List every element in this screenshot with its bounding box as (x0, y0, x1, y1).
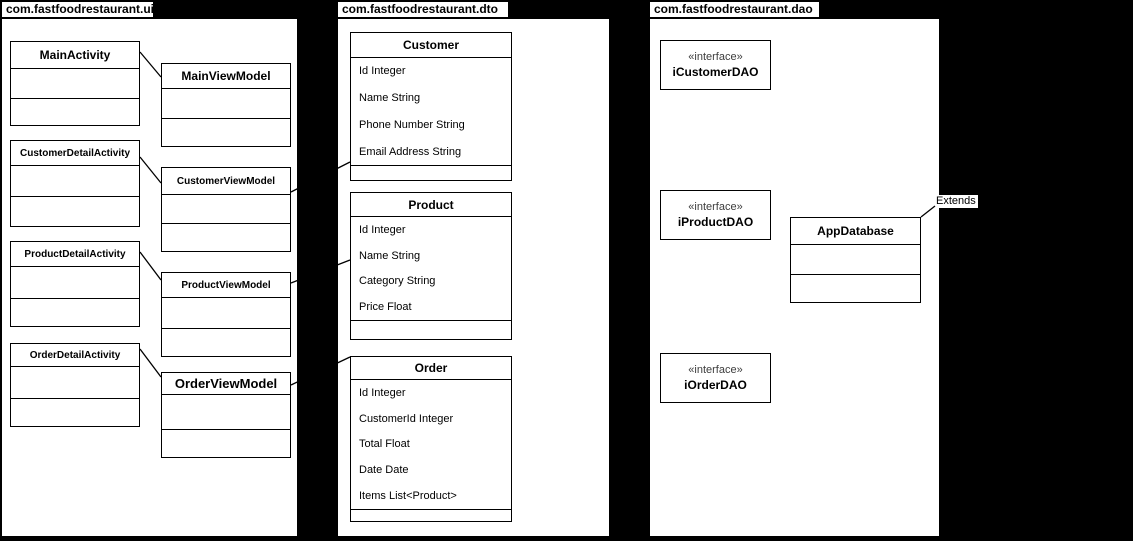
class-customer: Customer Id Integer Name String Phone Nu… (350, 32, 512, 181)
class-title: CustomerViewModel (176, 175, 276, 187)
package-ui-tab: com.fastfoodrestaurant.ui (1, 1, 154, 18)
class-title: ProductDetailActivity (24, 248, 126, 260)
class-title: AppDatabase (817, 224, 894, 238)
extends-label: Extends (934, 195, 978, 208)
empty-compartment (162, 297, 290, 328)
empty-compartment (351, 320, 511, 339)
class-app-database: AppDatabase (790, 217, 921, 303)
field: Name String (359, 249, 421, 262)
field: CustomerId Integer (359, 412, 454, 425)
interface-name: iProductDAO (677, 215, 754, 229)
field: Date Date (359, 464, 409, 477)
empty-compartment (162, 118, 290, 146)
fields-compartment: Id Integer Name String Phone Number Stri… (351, 57, 511, 165)
field: Category String (359, 275, 436, 288)
class-title: Order (414, 361, 448, 375)
class-order-detail-activity: OrderDetailActivity (10, 343, 140, 427)
empty-compartment (11, 98, 139, 125)
empty-compartment (791, 274, 920, 302)
stereotype-label: «interface» (688, 364, 743, 376)
empty-compartment (11, 366, 139, 398)
field: Email Address String (359, 145, 462, 158)
empty-compartment (351, 509, 511, 521)
interface-name: iCustomerDAO (672, 65, 759, 79)
interface-icustomerdao: «interface» iCustomerDAO (660, 40, 771, 90)
field: Items List<Product> (359, 490, 457, 503)
empty-compartment (162, 394, 290, 429)
class-product-detail-activity: ProductDetailActivity (10, 241, 140, 327)
empty-compartment (162, 429, 290, 457)
class-title: OrderDetailActivity (29, 349, 121, 361)
empty-compartment (162, 194, 290, 223)
field: Id Integer (359, 223, 406, 236)
empty-compartment (11, 165, 139, 196)
class-order-view-model: OrderViewModel (161, 372, 291, 458)
class-main-activity: MainActivity (10, 41, 140, 126)
field: Name String (359, 92, 421, 105)
empty-compartment (791, 244, 920, 274)
empty-compartment (11, 266, 139, 298)
class-title: MainViewModel (181, 69, 271, 83)
empty-compartment (162, 88, 290, 118)
package-dto-tab: com.fastfoodrestaurant.dto (337, 1, 509, 18)
interface-iorderdao: «interface» iOrderDAO (660, 353, 771, 403)
field: Id Integer (359, 386, 406, 399)
stereotype-label: «interface» (688, 51, 743, 63)
empty-compartment (162, 328, 290, 356)
class-title: ProductViewModel (181, 279, 271, 291)
empty-compartment (162, 223, 290, 251)
class-title: MainActivity (39, 48, 111, 62)
empty-compartment (11, 398, 139, 426)
field: Id Integer (359, 65, 406, 78)
class-title: Customer (402, 38, 459, 52)
class-title: Product (408, 197, 454, 212)
stereotype-label: «interface» (688, 201, 743, 213)
class-title: OrderViewModel (174, 376, 278, 391)
field: Total Float (359, 438, 410, 451)
interface-iproductdao: «interface» iProductDAO (660, 190, 771, 240)
class-product: Product Id Integer Name String Category … (350, 192, 512, 340)
field: Phone Number String (359, 118, 465, 131)
class-title: CustomerDetailActivity (19, 147, 131, 159)
class-order: Order Id Integer CustomerId Integer Tota… (350, 356, 512, 522)
fields-compartment: Id Integer Name String Category String P… (351, 216, 511, 320)
class-product-view-model: ProductViewModel (161, 272, 291, 357)
class-customer-view-model: CustomerViewModel (161, 167, 291, 252)
field: Price Float (359, 301, 412, 314)
class-customer-detail-activity: CustomerDetailActivity (10, 140, 140, 227)
empty-compartment (11, 298, 139, 326)
empty-compartment (11, 68, 139, 98)
class-main-view-model: MainViewModel (161, 63, 291, 147)
package-dao-tab: com.fastfoodrestaurant.dao (649, 1, 820, 18)
interface-name: iOrderDAO (684, 378, 747, 392)
fields-compartment: Id Integer CustomerId Integer Total Floa… (351, 379, 511, 509)
empty-compartment (351, 165, 511, 180)
empty-compartment (11, 196, 139, 226)
